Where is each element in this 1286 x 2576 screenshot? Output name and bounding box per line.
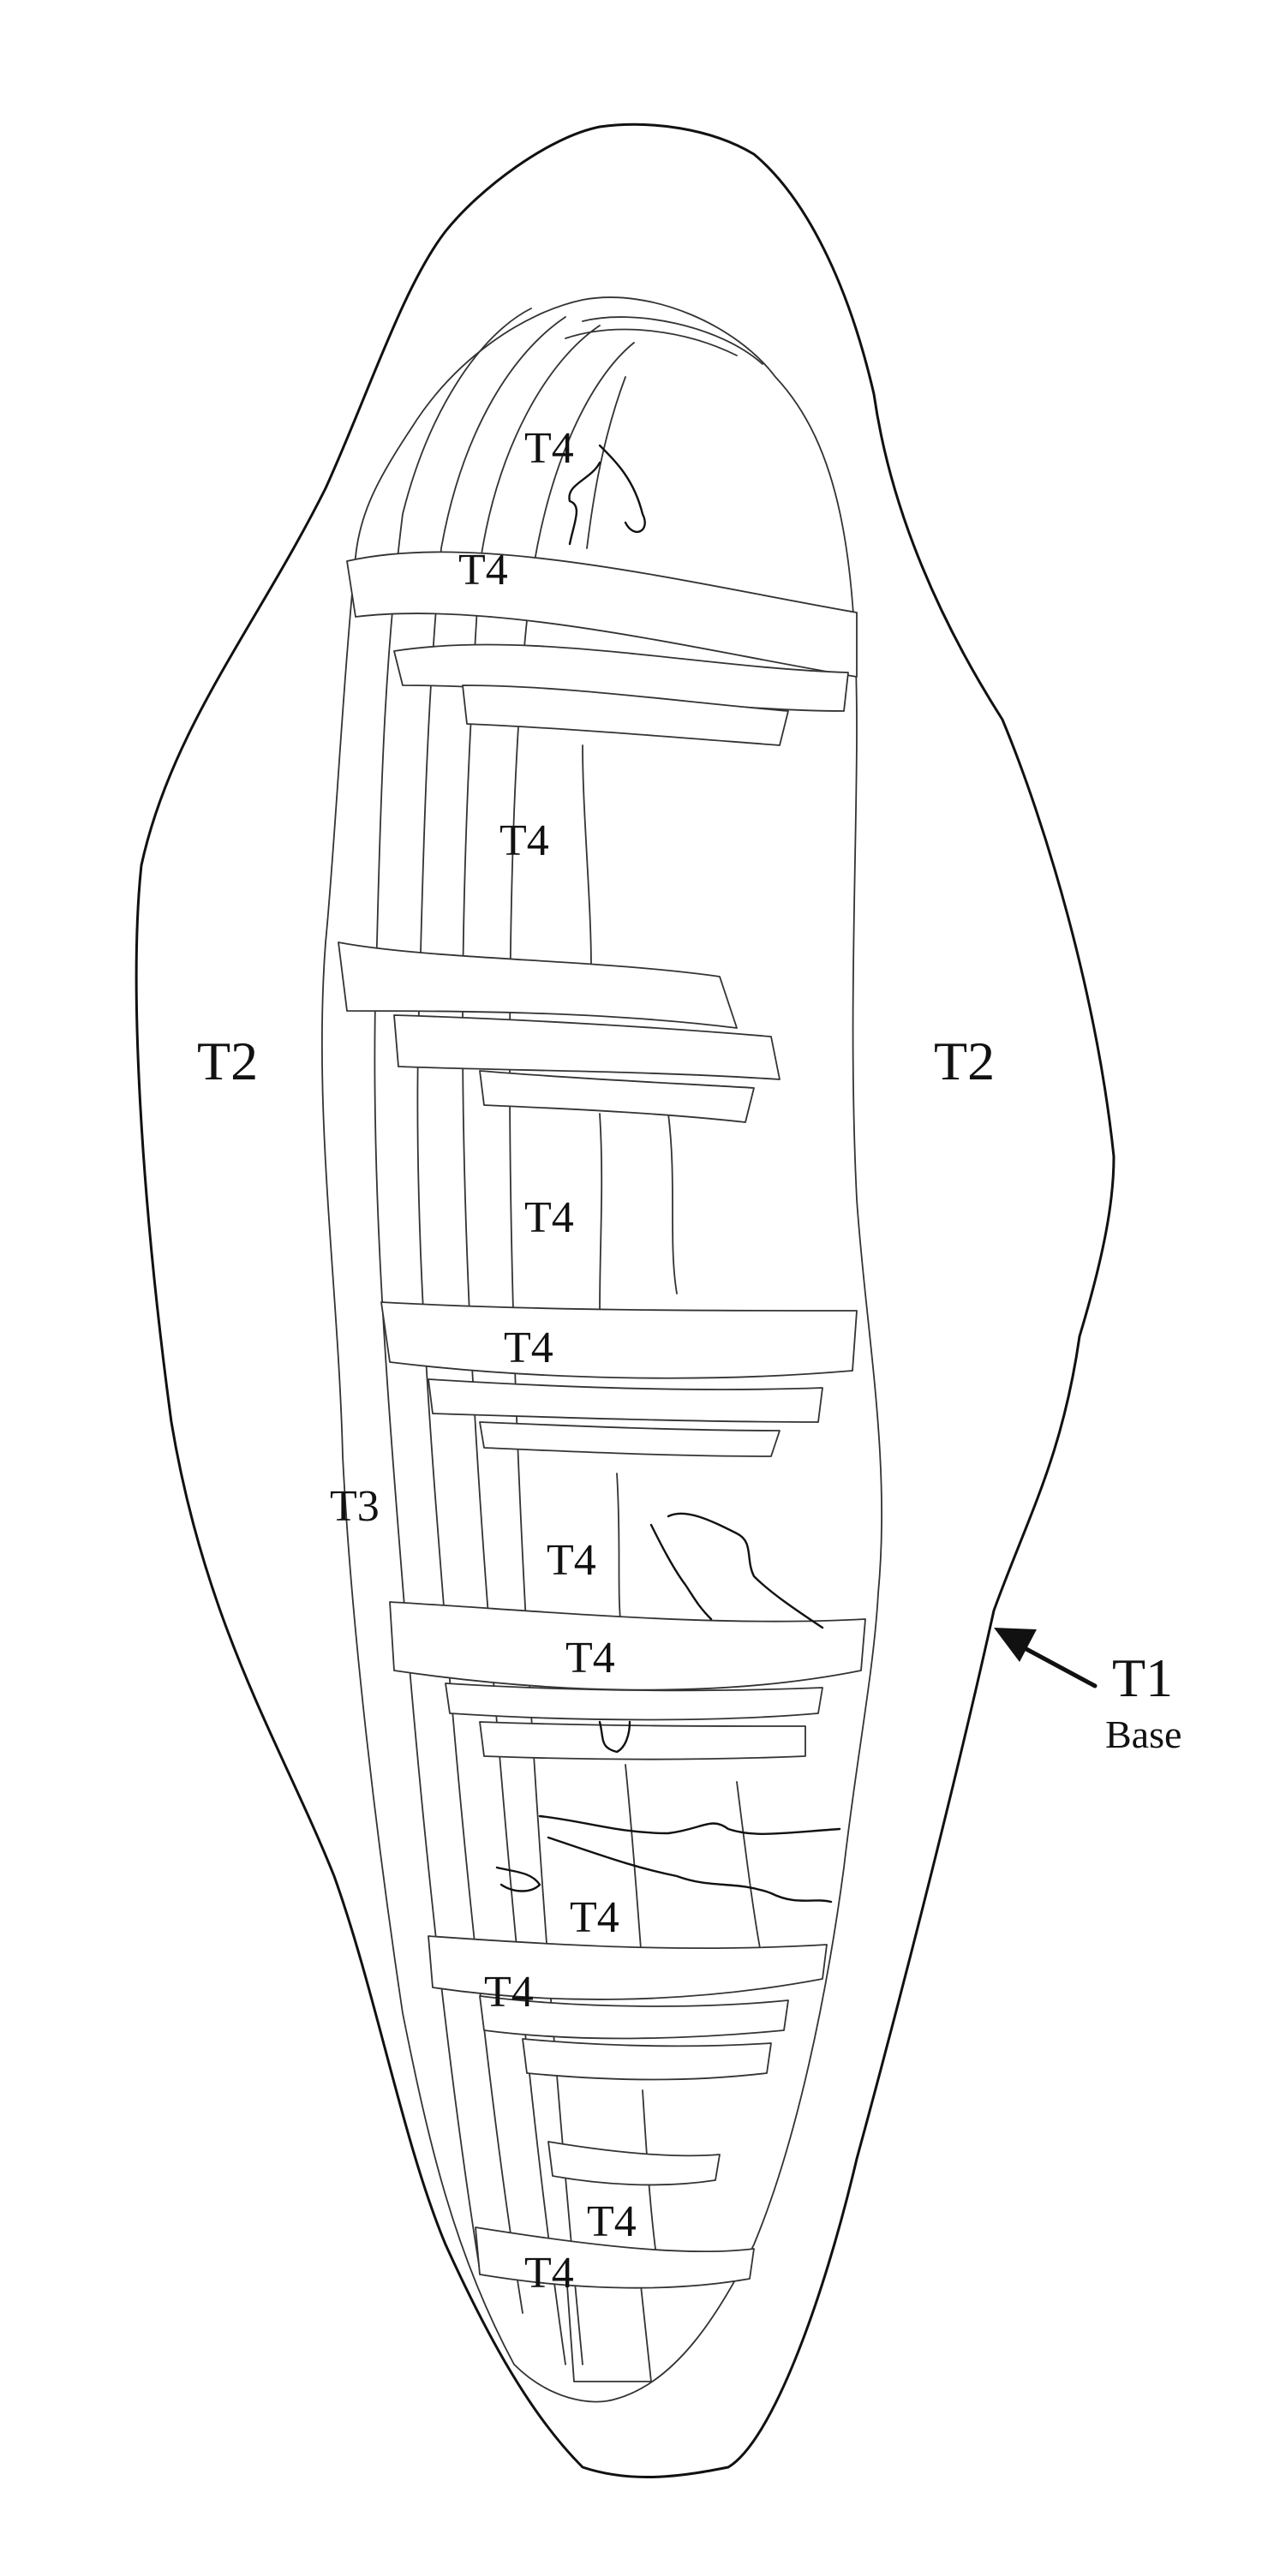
t4-band — [475, 2226, 755, 2289]
label-t4: T4 — [547, 1536, 596, 1585]
label-t2-left: T2 — [197, 1031, 258, 1091]
t4-band — [479, 1995, 789, 2040]
outer-wrapping-outline — [135, 123, 1116, 2479]
strand-line — [582, 744, 592, 969]
label-t3: T3 — [330, 1482, 380, 1531]
damage-crack — [649, 1523, 713, 1621]
strand-line — [599, 1113, 603, 1312]
damage-crack — [547, 1836, 833, 1904]
label-t1: T1 — [1112, 1647, 1173, 1708]
t4-band — [428, 1935, 828, 2000]
label-t4: T4 — [504, 1324, 553, 1372]
damage-crack — [598, 1720, 631, 1754]
arrow-icon — [994, 1628, 1098, 1688]
t4-band — [393, 1014, 781, 1080]
strand-line — [616, 1473, 622, 1629]
label-t4: T4 — [524, 424, 574, 473]
t4-band — [445, 1682, 823, 1721]
inner-bundle-outline — [320, 296, 883, 2403]
label-t4: T4 — [524, 2249, 574, 2298]
t4-band — [380, 1301, 858, 1379]
t4-band — [428, 1378, 823, 1423]
strand-line — [565, 2261, 652, 2382]
t4-band — [346, 551, 858, 678]
label-t1-base: Base — [1105, 1712, 1181, 1756]
strand-line — [416, 316, 566, 2314]
label-t4: T4 — [499, 816, 549, 865]
t4-band — [479, 1421, 781, 1457]
strand-line — [736, 1781, 763, 1963]
label-t4: T4 — [565, 1634, 615, 1682]
strand-line — [565, 328, 738, 356]
damage-crack — [538, 1814, 841, 1835]
strand-line — [582, 316, 763, 365]
t4-band — [547, 2141, 721, 2186]
damage-crack — [598, 444, 646, 533]
t4-band — [462, 684, 789, 746]
label-t2-right: T2 — [934, 1031, 995, 1091]
label-t4: T4 — [524, 1193, 574, 1242]
damage-crack — [667, 1512, 824, 1629]
strand-line — [667, 1113, 678, 1294]
label-t4: T4 — [484, 1968, 534, 2017]
strand-line — [374, 308, 532, 2271]
t4-band — [338, 941, 738, 1029]
strand-line — [586, 376, 626, 549]
label-t4: T4 — [587, 2197, 637, 2246]
label-t4: T4 — [570, 1893, 619, 1942]
label-t4: T4 — [458, 546, 508, 595]
t4-band — [479, 1721, 806, 1760]
t4-band — [522, 2038, 772, 2081]
t4-band — [389, 1601, 866, 1691]
damage-crack — [568, 461, 601, 546]
damage-crack — [495, 1866, 541, 1892]
t4-band — [479, 1070, 755, 1123]
